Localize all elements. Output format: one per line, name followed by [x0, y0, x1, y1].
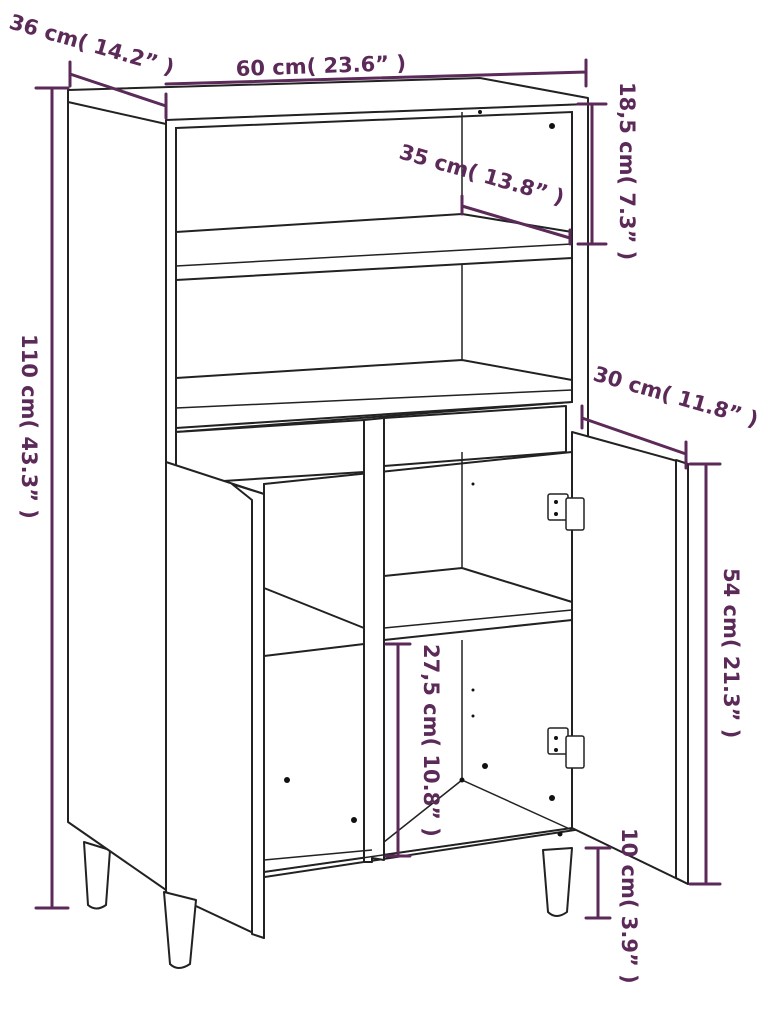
depth-dimension-line	[68, 60, 168, 120]
cam-hole	[284, 777, 290, 783]
left-door	[165, 461, 265, 939]
lower-hinge	[547, 727, 585, 769]
door-height-label: 54 cm( 21.3” )	[719, 568, 743, 738]
top-compartment-height-label: 18,5 cm( 7.3” )	[615, 82, 639, 260]
upper-shelf-edge	[175, 243, 573, 267]
cam-hole	[549, 123, 555, 129]
front-left-leg	[163, 891, 197, 969]
door-width-dimension-line	[580, 404, 688, 470]
top-height-dimension-line	[576, 102, 608, 246]
back-left-leg	[83, 841, 111, 910]
door-height-dimension-line	[688, 462, 722, 886]
shelf-pin	[471, 688, 475, 692]
upper-shelf	[175, 213, 573, 281]
shelf-depth-dimension-line	[460, 194, 572, 246]
cabinet-drawing	[67, 77, 689, 969]
cam-hole	[459, 777, 465, 783]
cam-hole	[557, 831, 563, 837]
middle-shelf	[175, 359, 573, 429]
total-height-dimension-line	[34, 86, 70, 910]
left-door-edge	[231, 483, 265, 939]
cam-hole	[478, 110, 482, 114]
upper-hinge	[547, 493, 585, 531]
door-width-label: 30 cm( 11.8” )	[591, 362, 761, 432]
depth-label: 36 cm( 14.2” )	[7, 10, 177, 80]
total-height-label: 110 cm( 43.3” )	[17, 334, 41, 519]
back-right-leg	[542, 847, 573, 917]
right-door	[571, 431, 689, 885]
cam-hole	[351, 817, 357, 823]
leg-height-dimension-line	[584, 846, 612, 920]
right-door-edge	[675, 459, 689, 885]
left-side-panel	[67, 89, 167, 891]
inner-compartment-height-label: 27,5 cm( 10.8” )	[419, 644, 443, 837]
inner-height-dimension-line	[384, 642, 412, 858]
cam-hole	[549, 795, 555, 801]
leg-height-label: 10 cm( 3.9” )	[617, 828, 641, 984]
shelf-pin	[471, 714, 475, 718]
cam-hole	[482, 763, 488, 769]
width-label: 60 cm( 23.6” )	[235, 51, 406, 81]
center-divider	[363, 417, 385, 863]
right-inner-shelf-edge	[383, 609, 573, 629]
shelf-pin	[471, 482, 475, 486]
dimension-lines	[34, 58, 722, 920]
middle-shelf-edge	[175, 389, 573, 409]
width-dimension-line	[164, 58, 588, 88]
